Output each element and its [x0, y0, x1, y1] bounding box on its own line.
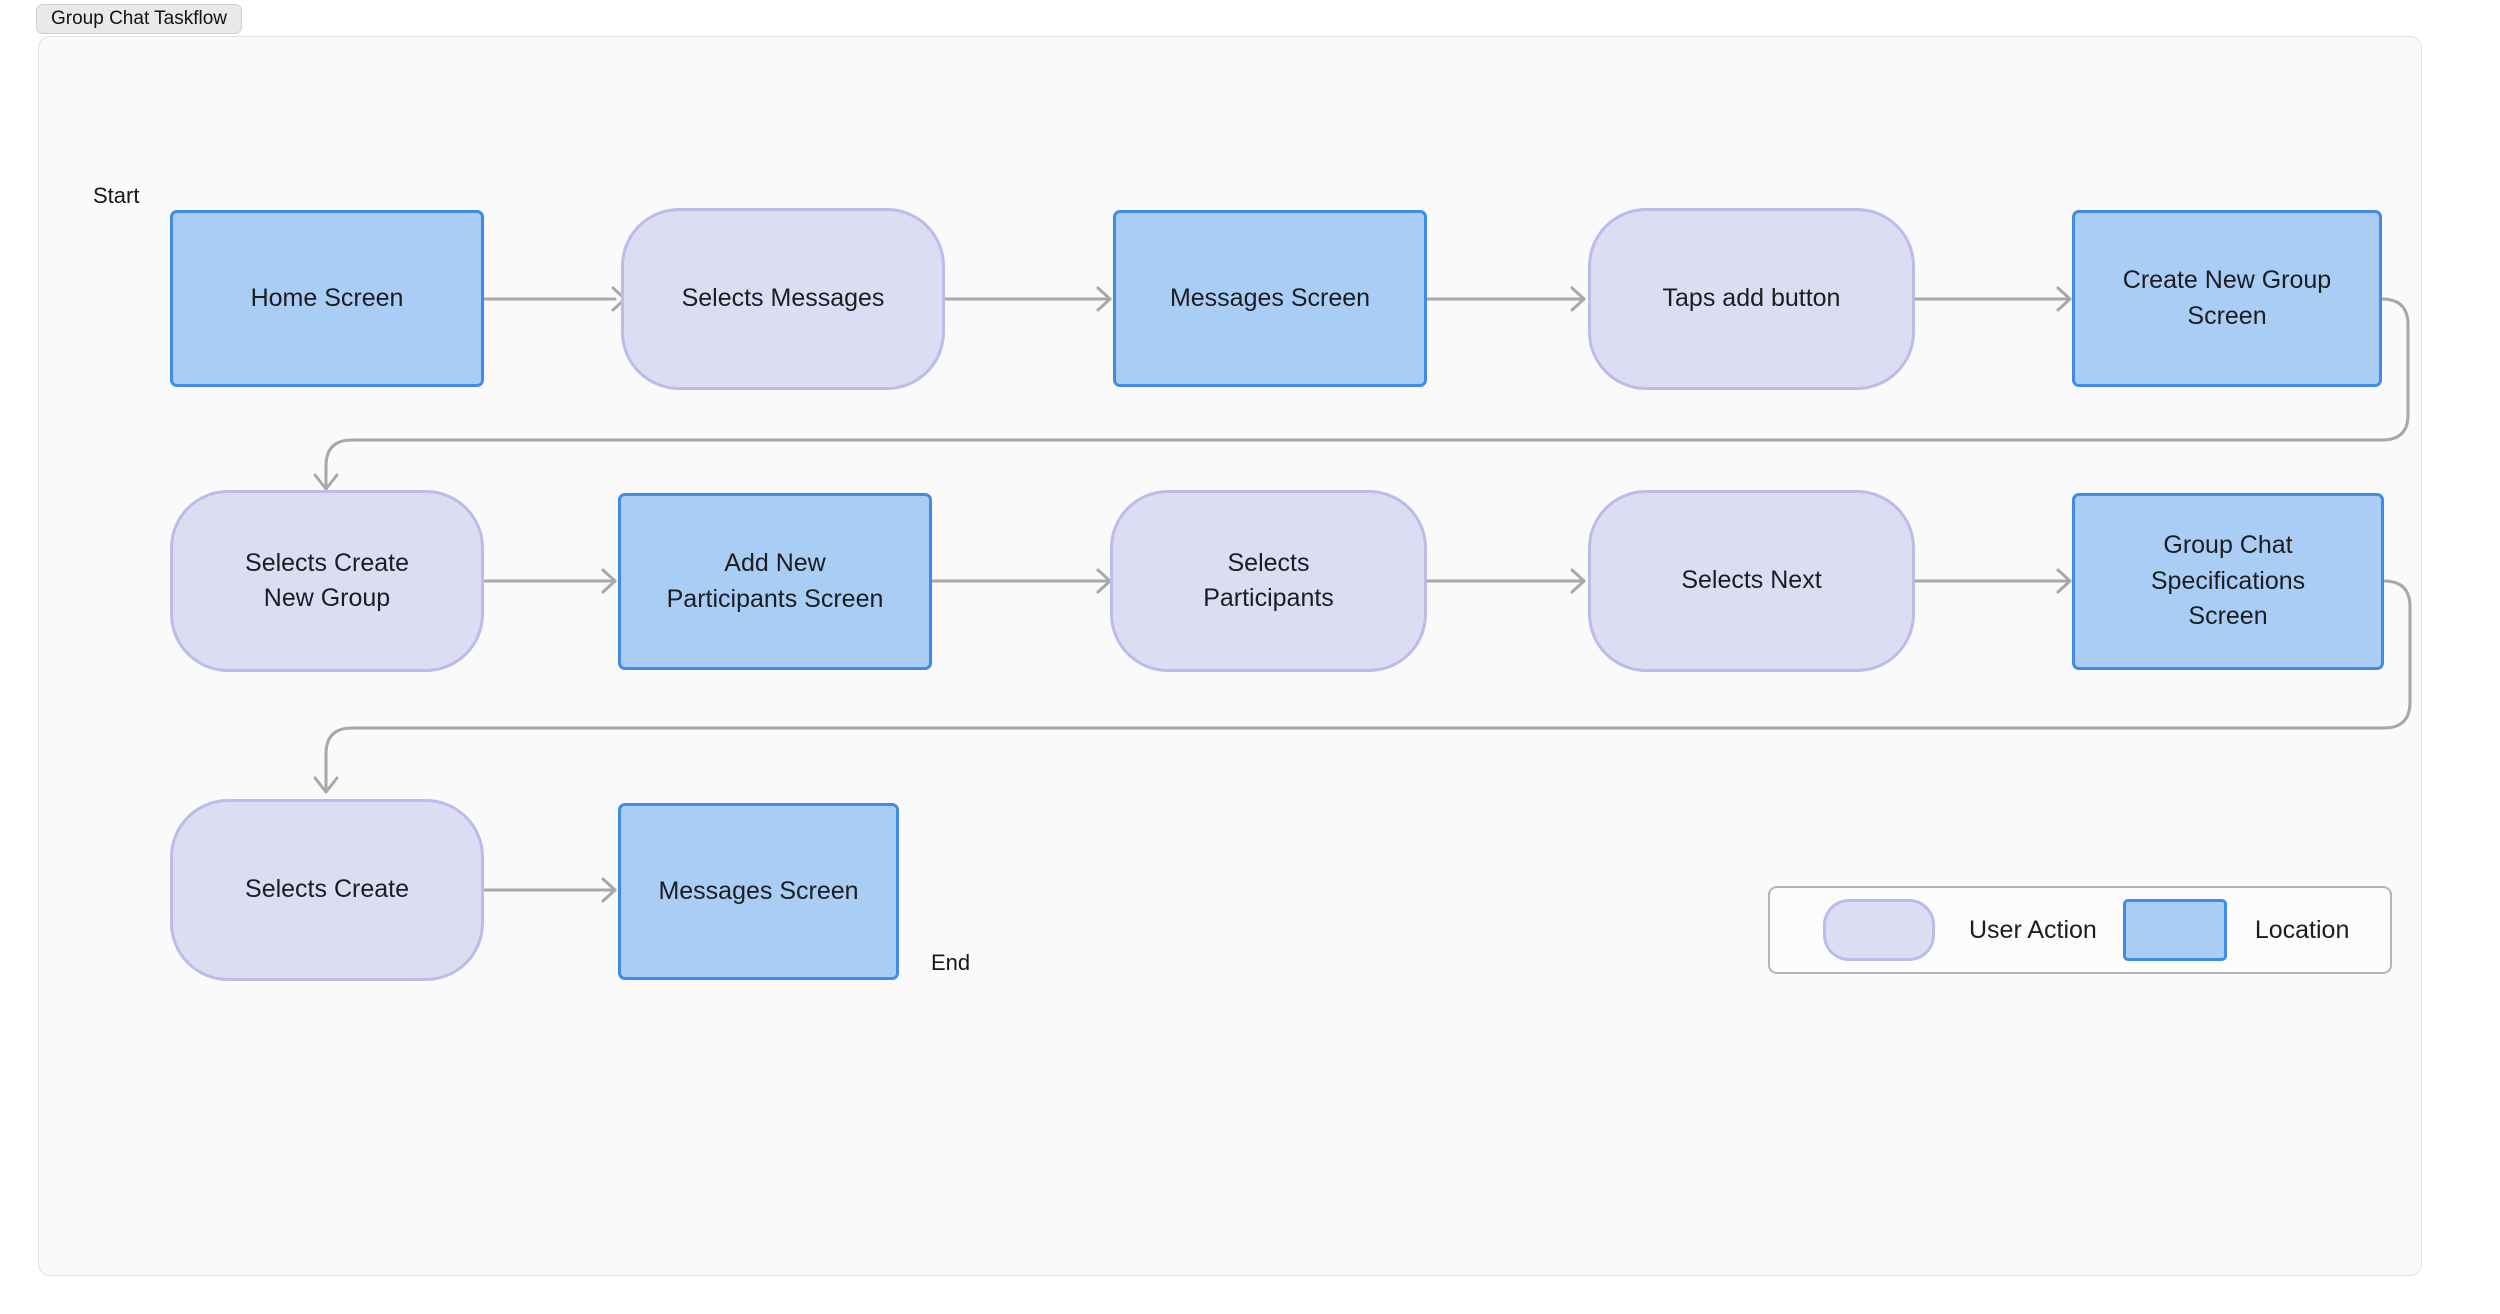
- node-label: Messages Screen: [1169, 283, 1371, 312]
- node-home-screen[interactable]: Home Screen: [170, 210, 484, 387]
- taskflow-title-tab[interactable]: Group Chat Taskflow: [36, 4, 243, 34]
- node-label: Add New Participants Screen: [666, 549, 884, 613]
- node-label: Selects Next: [1681, 566, 1822, 595]
- legend-swatch-user-action: [1823, 899, 1935, 961]
- node-label: Selects Participants: [1203, 548, 1334, 613]
- start-label: Start: [93, 183, 140, 208]
- end-label: End: [931, 950, 971, 975]
- legend-label-user-action: User Action: [1969, 915, 2097, 944]
- node-selects-create[interactable]: Selects Create: [170, 799, 484, 981]
- node-label: Create New Group Screen: [2122, 266, 2332, 330]
- node-selects-messages[interactable]: Selects Messages: [621, 208, 945, 390]
- node-create-new-group-screen[interactable]: Create New Group Screen: [2072, 210, 2382, 387]
- node-selects-participants[interactable]: Selects Participants: [1110, 490, 1427, 672]
- node-label: Group Chat Specifications Screen: [2150, 531, 2306, 631]
- node-label: Home Screen: [250, 283, 404, 312]
- node-label: Selects Create: [245, 875, 409, 904]
- legend-swatch-location: [2122, 899, 2227, 961]
- node-label: Selects Messages: [681, 284, 885, 313]
- title-tab-label: Group Chat Taskflow: [51, 8, 228, 29]
- legend-label-location: Location: [2254, 915, 2350, 944]
- node-messages-screen-end[interactable]: Messages Screen: [618, 803, 899, 980]
- node-selects-next[interactable]: Selects Next: [1588, 490, 1915, 672]
- node-add-new-participants-screen[interactable]: Add New Participants Screen: [618, 493, 932, 670]
- node-taps-add-button[interactable]: Taps add button: [1588, 208, 1915, 390]
- node-label: Messages Screen: [658, 876, 859, 905]
- node-selects-create-new-group[interactable]: Selects Create New Group: [170, 490, 484, 672]
- node-messages-screen[interactable]: Messages Screen: [1113, 210, 1427, 387]
- legend: User Action Location: [1768, 886, 2392, 974]
- node-label: Selects Create New Group: [245, 548, 409, 613]
- node-group-chat-specifications-screen[interactable]: Group Chat Specifications Screen: [2072, 493, 2384, 670]
- node-label: Taps add button: [1662, 284, 1841, 313]
